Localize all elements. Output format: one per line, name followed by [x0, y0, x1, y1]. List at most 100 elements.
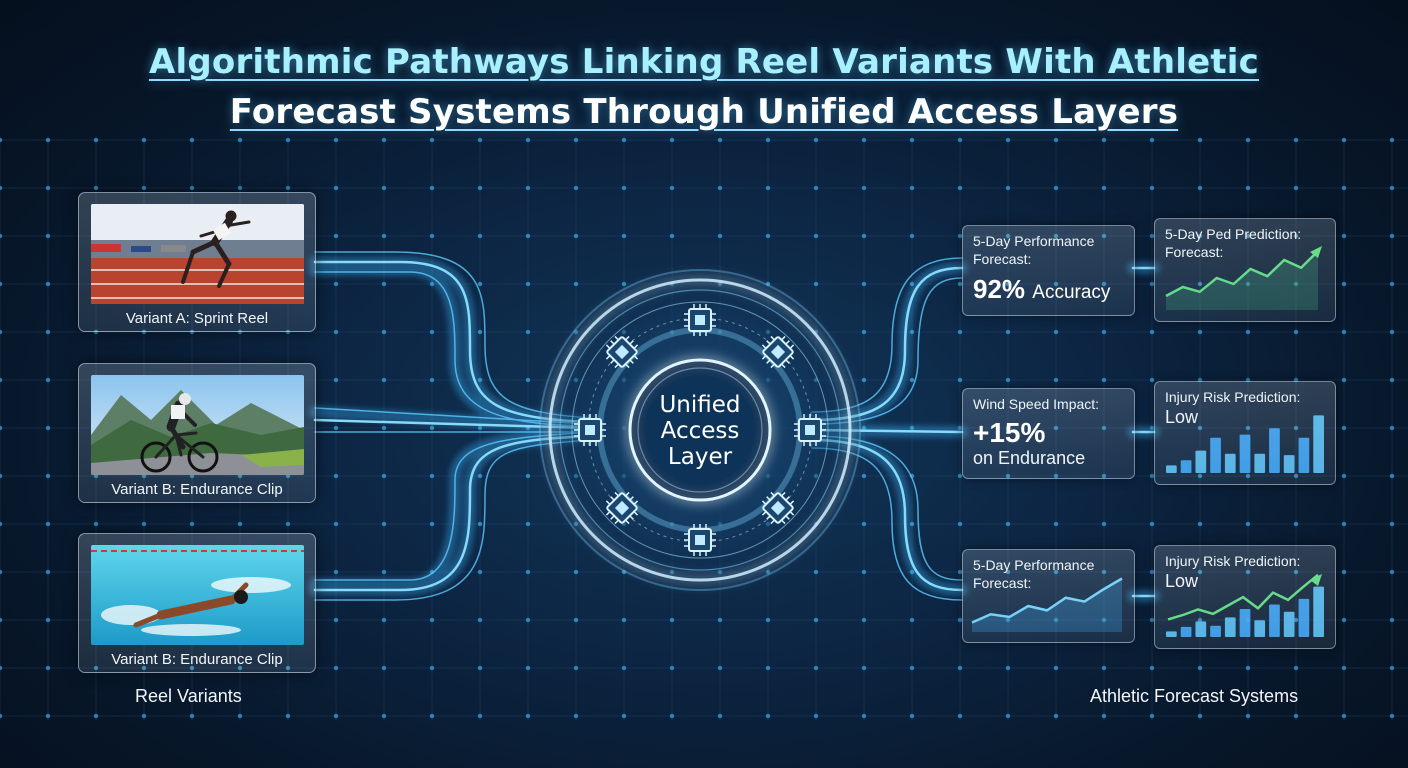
grid-dot — [1053, 713, 1059, 719]
grid-dot — [333, 377, 339, 383]
grid-dot — [1197, 569, 1203, 575]
grid-dot — [333, 185, 339, 191]
grid-dot — [1053, 665, 1059, 671]
bar — [1298, 598, 1310, 637]
grid-dot — [237, 665, 243, 671]
grid-dot — [141, 521, 147, 527]
title-line-2: Forecast Systems Through Unified Access … — [229, 92, 1179, 132]
grid-dot — [429, 713, 435, 719]
grid-dot — [1389, 185, 1395, 191]
grid-dot — [1005, 329, 1011, 335]
grid-dot — [765, 617, 771, 623]
reel-card-sprint[interactable]: Variant A: Sprint Reel — [78, 192, 316, 332]
grid-dot — [1053, 185, 1059, 191]
grid-dot — [1101, 617, 1107, 623]
grid-dot — [1245, 329, 1251, 335]
swimmer-image — [91, 545, 304, 645]
grid-dot — [333, 233, 339, 239]
grid-dot — [1197, 233, 1203, 239]
grid-dot — [1005, 377, 1011, 383]
footer-athletic-forecast-systems: Athletic Forecast Systems — [1090, 686, 1299, 706]
grid-dot — [1245, 281, 1251, 287]
grid-dot — [1293, 137, 1299, 143]
card-injury-risk-bars[interactable]: Injury Risk Prediction:Low — [1154, 381, 1336, 485]
grid-dot — [141, 665, 147, 671]
grid-dot — [1101, 281, 1107, 287]
grid-dot — [189, 185, 195, 191]
chip-icon — [761, 335, 795, 369]
grid-dot — [1245, 185, 1251, 191]
grid-dot — [957, 329, 963, 335]
grid-dot — [333, 521, 339, 527]
reel-card-swimming[interactable]: Variant B: Endurance Clip — [78, 533, 316, 673]
grid-dot — [1293, 713, 1299, 719]
grid-dot — [1293, 329, 1299, 335]
bar — [1166, 465, 1177, 473]
grid-dot — [573, 713, 579, 719]
grid-dot — [0, 569, 3, 575]
grid-dot — [1293, 665, 1299, 671]
grid-dot — [1149, 185, 1155, 191]
grid-dot — [285, 665, 291, 671]
grid-dot — [1245, 569, 1251, 575]
bar — [1224, 617, 1236, 637]
grid-dot — [813, 233, 819, 239]
grid-dot — [525, 377, 531, 383]
grid-dot — [525, 137, 531, 143]
card-ped-prediction[interactable]: 5-Day Ped Prediction:Forecast: — [1154, 218, 1336, 322]
grid-dot — [429, 137, 435, 143]
grid-dot — [189, 521, 195, 527]
grid-dot — [1341, 569, 1347, 575]
bar — [1269, 604, 1280, 637]
chip-icon — [605, 491, 639, 525]
hub-chip-icons — [574, 304, 826, 556]
grid-dot — [1101, 137, 1107, 143]
title-line-1: Algorithmic Pathways Linking Reel Varian… — [148, 42, 1260, 82]
grid-dot — [813, 281, 819, 287]
grid-dot — [0, 521, 3, 527]
grid-dot — [0, 137, 3, 143]
grid-dot — [477, 569, 483, 575]
grid-dot — [1149, 617, 1155, 623]
card-heading: Injury Risk Prediction:Low — [1165, 389, 1301, 427]
grid-dot — [1149, 377, 1155, 383]
grid-dot — [381, 185, 387, 191]
grid-dot — [957, 185, 963, 191]
grid-dot — [189, 665, 195, 671]
grid-dot — [1293, 281, 1299, 287]
grid-dot — [381, 473, 387, 479]
grid-dot — [45, 617, 51, 623]
grid-dot — [477, 185, 483, 191]
card-injury-risk-mixed[interactable]: Injury Risk Prediction:Low — [1154, 545, 1336, 649]
grid-dot — [1341, 425, 1347, 431]
grid-dot — [957, 569, 963, 575]
card-wind-speed[interactable]: Wind Speed Impact: +15% on Endurance — [962, 388, 1135, 479]
grid-dot — [1005, 281, 1011, 287]
grid-dot — [381, 569, 387, 575]
grid-dot — [1197, 425, 1203, 431]
grid-dot — [861, 233, 867, 239]
grid-dot — [1005, 617, 1011, 623]
grid-dot — [1005, 233, 1011, 239]
grid-dot — [1197, 473, 1203, 479]
bar — [1298, 437, 1310, 473]
bar — [1180, 626, 1192, 637]
grid-dot — [477, 713, 483, 719]
grid-dot — [861, 617, 867, 623]
grid-dot — [1053, 281, 1059, 287]
grid-dot — [909, 617, 915, 623]
wind-impact-value: +15% — [973, 417, 1046, 448]
grid-dot — [1389, 521, 1395, 527]
grid-dot — [621, 185, 627, 191]
grid-dot — [621, 137, 627, 143]
grid-dot — [525, 569, 531, 575]
grid-dot — [1101, 713, 1107, 719]
grid-dot — [141, 137, 147, 143]
grid-dot — [861, 377, 867, 383]
grid-dot — [765, 665, 771, 671]
reel-card-cycling[interactable]: Variant B: Endurance Clip — [78, 363, 316, 503]
grid-dot — [1245, 137, 1251, 143]
